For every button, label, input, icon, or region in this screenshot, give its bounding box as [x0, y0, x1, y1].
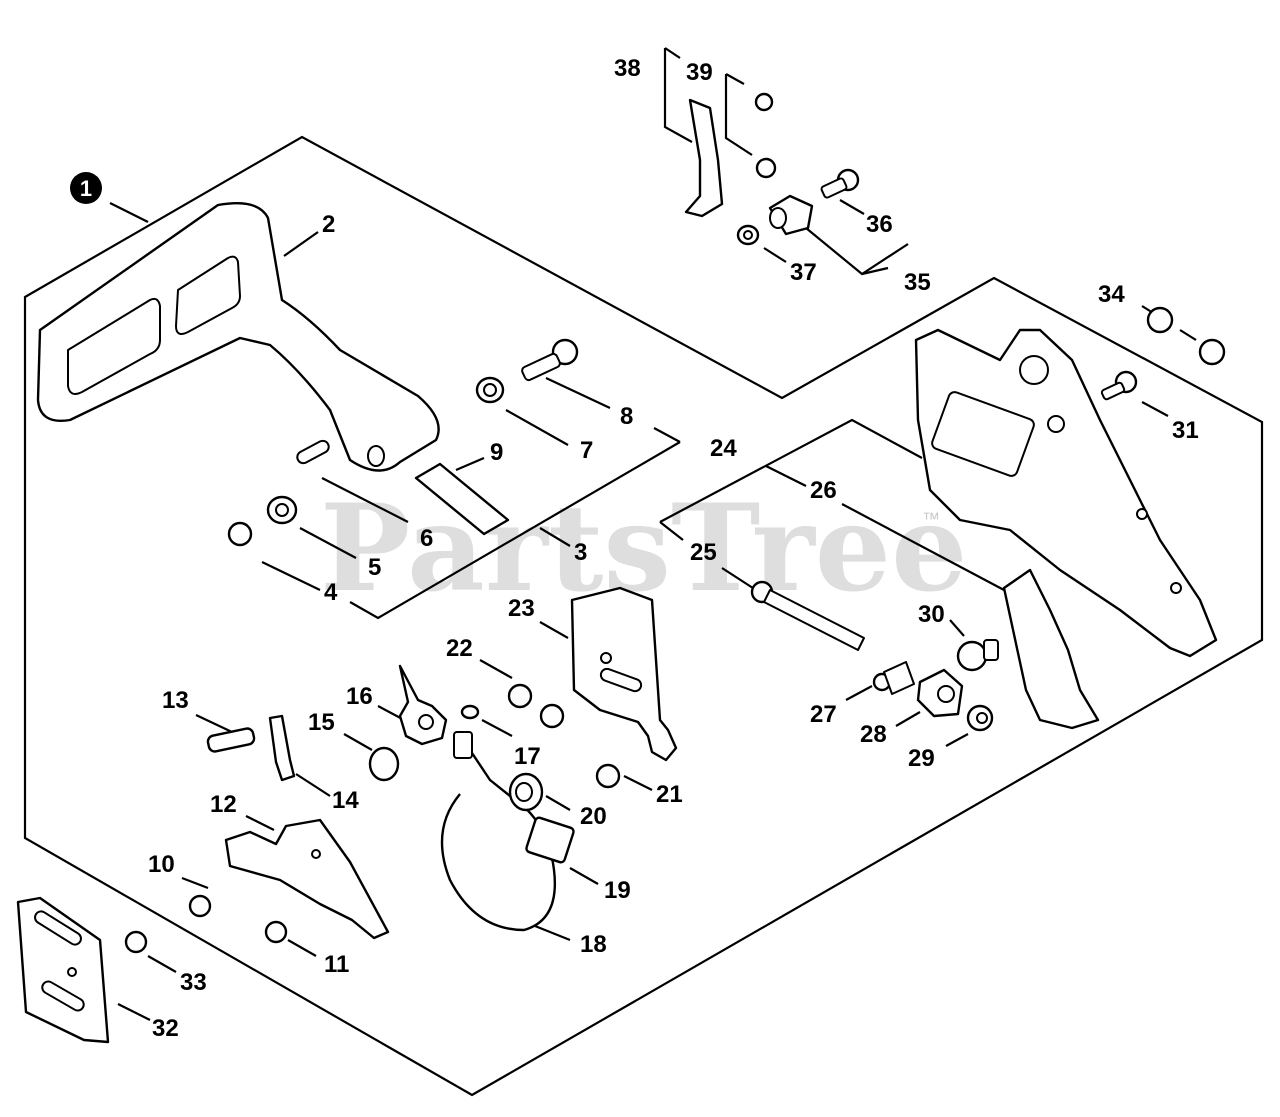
rear-handle	[36, 201, 440, 472]
callout-9: 9	[490, 439, 503, 466]
callout-38: 38	[614, 55, 641, 82]
screw-22-b	[539, 703, 565, 729]
callout-21: 21	[656, 781, 683, 808]
clip-9	[414, 462, 510, 536]
callout-19: 19	[604, 877, 631, 904]
callout-30: 30	[918, 601, 945, 628]
callout-6: 6	[420, 525, 433, 552]
lever-38	[684, 98, 724, 218]
screw-33	[124, 930, 148, 954]
callout-16: 16	[346, 683, 373, 710]
callout-39: 39	[686, 59, 713, 86]
callout-23: 23	[508, 595, 535, 622]
callout-28: 28	[860, 721, 887, 748]
screw-22-a	[507, 683, 533, 709]
gear-29	[966, 704, 994, 732]
sleeve-7	[475, 376, 505, 404]
callout-8: 8	[620, 403, 633, 430]
callout-37: 37	[790, 259, 817, 286]
callout-1-circle	[70, 172, 102, 204]
watermark-trademark: ™	[922, 509, 940, 529]
sleeve-35	[768, 194, 814, 236]
bracket-38-39	[663, 48, 693, 143]
drum-20	[508, 772, 544, 812]
screw-8	[521, 338, 579, 382]
callout-32: 32	[152, 1015, 179, 1042]
callout-7: 7	[580, 437, 593, 464]
screw-25	[750, 580, 865, 651]
callout-labels: 2 3 4 5 6 7 8 9 10 11 12 13 14 15 16 17 …	[148, 55, 1199, 1042]
callout-20: 20	[580, 803, 607, 830]
screw-10	[188, 894, 212, 918]
gear-30	[956, 639, 999, 672]
callout-36: 36	[866, 211, 893, 238]
nut-34-a	[1146, 306, 1174, 334]
screw-39-top	[754, 92, 774, 112]
callout-12: 12	[210, 791, 237, 818]
screw-39-bottom	[755, 157, 777, 179]
screw-31	[1100, 370, 1138, 401]
callout-33: 33	[180, 969, 207, 996]
callout-24: 24	[710, 435, 737, 462]
callout-14: 14	[332, 787, 359, 814]
sleeve-15	[368, 746, 400, 782]
callout-13: 13	[162, 687, 189, 714]
callout-26: 26	[810, 477, 837, 504]
callout-22: 22	[446, 635, 473, 662]
sleeve-5	[266, 495, 298, 525]
bracket-3	[349, 441, 681, 620]
callout-15: 15	[308, 709, 335, 736]
pin-6	[296, 439, 330, 465]
callout-4: 4	[324, 579, 338, 606]
callout-31: 31	[1172, 417, 1199, 444]
screw-21	[595, 763, 621, 789]
assembly-outline	[23, 135, 1264, 1097]
callout-25: 25	[690, 539, 717, 566]
watermark-text: PartsTree	[320, 478, 967, 619]
block-28	[916, 668, 964, 718]
block-19	[525, 816, 575, 864]
outer-plate-32	[16, 896, 110, 1044]
nut-34-b	[1198, 338, 1226, 366]
callout-1: 1	[80, 176, 92, 201]
callout-29: 29	[908, 745, 935, 772]
callout-34: 34	[1098, 281, 1125, 308]
plate-26	[1002, 568, 1100, 730]
callout-2: 2	[322, 211, 335, 238]
link-14	[268, 714, 296, 782]
callout-5: 5	[368, 554, 381, 581]
leader-lines	[109, 199, 1197, 1021]
pin-27	[872, 661, 915, 695]
callout-35: 35	[904, 269, 931, 296]
pin-17	[460, 704, 480, 720]
nut-11	[264, 920, 288, 944]
sprocket-cover	[914, 328, 1218, 658]
callout-27: 27	[810, 701, 837, 728]
callout-3: 3	[574, 539, 587, 566]
brake-shield-12	[224, 818, 390, 940]
guide-plate-23	[570, 586, 678, 762]
washer-37	[736, 224, 760, 246]
nut-4	[227, 521, 253, 547]
callout-10: 10	[148, 851, 175, 878]
bracket-24-26	[659, 418, 923, 523]
screw-36	[820, 168, 860, 199]
brake-lever-16	[398, 664, 448, 746]
callout-11: 11	[324, 951, 349, 978]
callout-18: 18	[580, 931, 607, 958]
callout-17: 17	[514, 743, 541, 770]
spring-13	[206, 727, 256, 753]
